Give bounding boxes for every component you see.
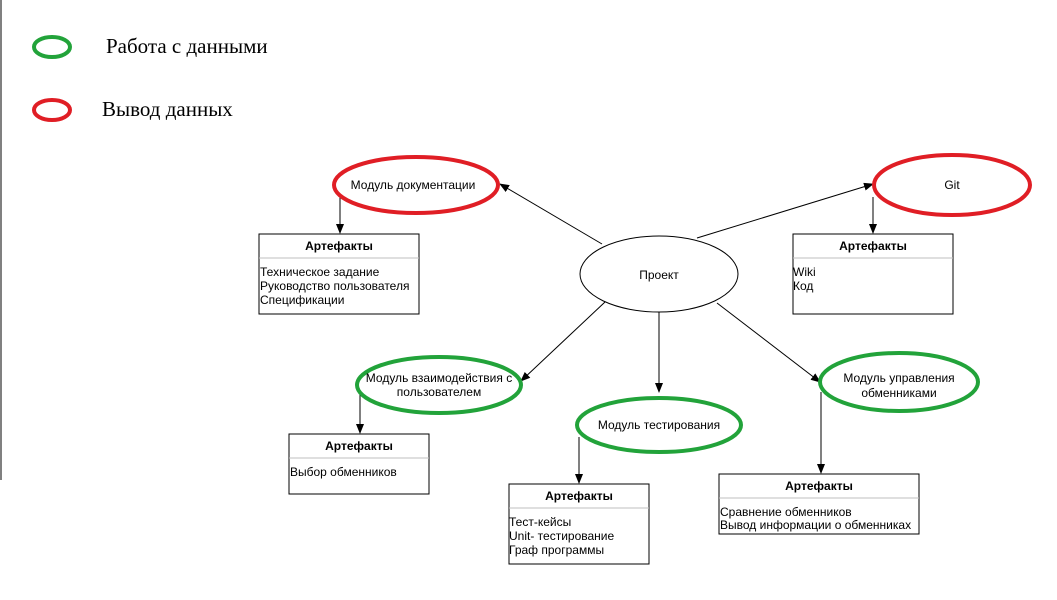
- legend: Работа с данными Вывод данных: [32, 34, 268, 122]
- artifact-item: Выбор обменников: [290, 465, 397, 479]
- artifact-item: Руководство пользователя: [260, 279, 409, 293]
- module-user-interaction: Модуль взаимодействия с пользователем: [355, 355, 523, 415]
- module-documentation-ellipse: [332, 155, 500, 215]
- artifacts-title: Артефакты: [785, 479, 853, 493]
- module-exchangers-label-1: Модуль управления: [843, 371, 954, 385]
- artifacts-box-user-interaction-frame: [288, 433, 430, 495]
- artifact-item: Спецификации: [260, 293, 344, 307]
- module-testing: Модуль тестирования: [575, 396, 743, 454]
- center-label: Проект: [639, 268, 679, 282]
- module-git-label: Git: [944, 178, 960, 192]
- artifact-item: Код: [793, 279, 813, 293]
- module-documentation-label: Модуль документации: [351, 178, 476, 192]
- artifact-item: Граф программы: [509, 543, 604, 557]
- arrow-to-git: [696, 182, 874, 239]
- arrow-to-doc: [499, 183, 603, 245]
- artifacts-box-documentation: Артефакты Техническое задание Руководств…: [258, 233, 420, 315]
- arrow-to-ui: [520, 301, 606, 382]
- artifacts-title: Артефакты: [545, 489, 613, 503]
- module-exchangers: Модуль управления обменниками: [818, 351, 980, 413]
- module-user-interaction-label-2: пользователем: [397, 385, 481, 399]
- artifacts-box-exchangers: Артефакты Сравнение обменников Вывод инф…: [718, 473, 920, 535]
- module-user-interaction-label-1: Модуль взаимодействия с: [366, 371, 512, 385]
- artifact-item: Вывод информации о обменниках: [720, 518, 911, 532]
- artifacts-title: Артефакты: [325, 439, 393, 453]
- artifact-item: Unit- тестирование: [509, 529, 614, 543]
- artifact-item: Тест-кейсы: [509, 515, 571, 529]
- artifact-item: Сравнение обменников: [720, 505, 852, 519]
- artifacts-box-user-interaction: Артефакты Выбор обменников: [288, 433, 430, 495]
- legend-red-ellipse: [32, 98, 72, 122]
- center-ellipse: [579, 235, 739, 313]
- artifacts-box-testing: Артефакты Тест-кейсы Unit- тестирование …: [508, 483, 650, 565]
- artifacts-box-git: Артефакты Wiki Код: [792, 233, 954, 315]
- artifacts-box-exchangers-frame: [718, 473, 920, 535]
- center-node: Проект: [579, 235, 739, 313]
- legend-green-ellipse: [32, 35, 72, 59]
- legend-red-label: Вывод данных: [102, 97, 233, 121]
- artifact-item: Техническое задание: [260, 265, 380, 279]
- module-documentation: Модуль документации: [332, 155, 500, 215]
- arrow-to-exch: [716, 302, 821, 383]
- module-git-ellipse: [872, 153, 1032, 217]
- artifacts-title: Артефакты: [839, 239, 907, 253]
- artifacts-box-git-frame: [792, 233, 954, 315]
- artifacts-title: Артефакты: [305, 239, 373, 253]
- module-testing-label: Модуль тестирования: [598, 418, 720, 432]
- artifacts-box-documentation-frame: [258, 233, 420, 315]
- artifacts-box-testing-frame: [508, 483, 650, 565]
- module-exchangers-ellipse: [818, 351, 980, 413]
- artifact-item: Wiki: [793, 265, 816, 279]
- module-git: Git: [872, 153, 1032, 217]
- module-exchangers-label-2: обменниками: [861, 386, 936, 400]
- connectors: [336, 182, 877, 484]
- legend-green-label: Работа с данными: [106, 34, 268, 58]
- module-user-interaction-ellipse: [355, 355, 523, 415]
- module-testing-ellipse: [575, 396, 743, 454]
